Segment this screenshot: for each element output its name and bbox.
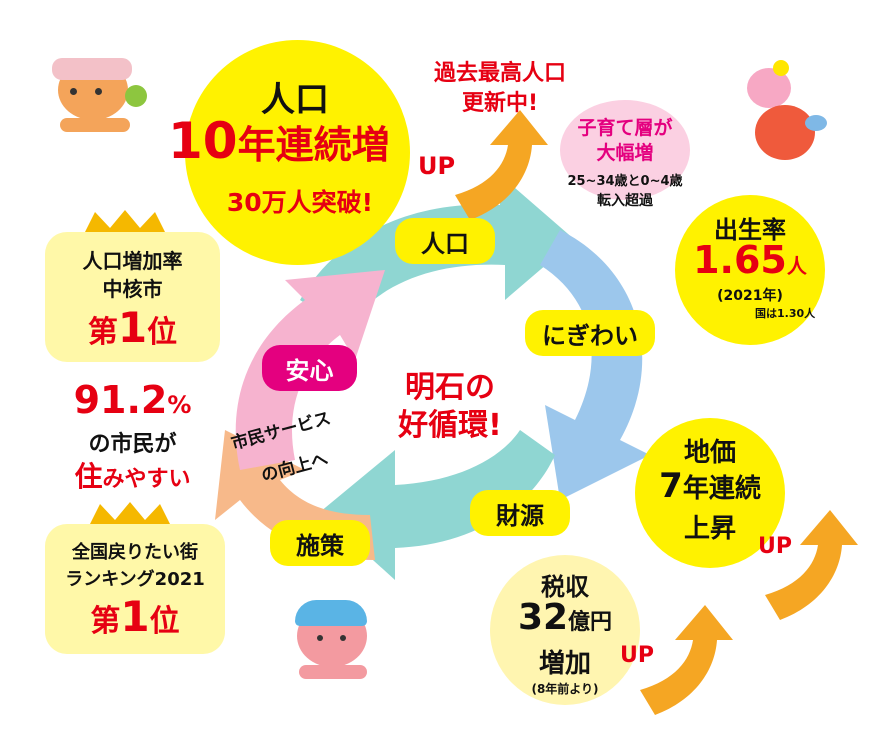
land-renzoku: 年連続 [682, 474, 761, 504]
population-up: UP [418, 152, 456, 180]
child-line4: 転入超過 [597, 193, 653, 209]
population-title: 人口 [261, 80, 329, 120]
satisfaction-pctsign: % [167, 391, 192, 419]
octopus-mascot-icon [50, 40, 147, 135]
satisfaction-line3: 住みやすい [40, 455, 225, 495]
land-line1: 地価 [683, 438, 736, 468]
population-sub: 30万人突破! [226, 188, 374, 217]
tax-note: (8年前より) [531, 682, 599, 696]
rank1-line2: 中核市 [102, 277, 163, 301]
arrow-anshin [235, 270, 385, 470]
rank1-i: 位 [147, 315, 178, 350]
population-circle [185, 40, 410, 265]
cycle-label-jinko: 人口 [395, 218, 495, 264]
tax-up: UP [620, 643, 654, 668]
birth-title: 出生率 [714, 216, 786, 244]
land-circle [635, 418, 785, 568]
birth-value: 1.65 [693, 238, 787, 282]
arrow-nigiwai [540, 230, 650, 500]
up-arrow-population [455, 110, 548, 220]
satisfaction-pct-wrap: 91.2% [40, 378, 225, 422]
birth-year: (2021年) [717, 288, 783, 304]
center-line2: 好循環! [398, 408, 502, 443]
up-arrow-land [765, 510, 858, 620]
land-up: UP [758, 534, 792, 559]
land-line2: 7年連続 [625, 466, 795, 506]
birth-national: 国は1.30人 [755, 307, 816, 320]
satisfaction-sumi: 住 [74, 460, 103, 493]
child-circle [560, 100, 690, 200]
crown-icon [85, 210, 165, 232]
population-number: 10 [168, 112, 238, 170]
record-line1: 過去最高人口 [433, 61, 566, 86]
tax-line2: 32億円 [480, 597, 650, 638]
octopus-cap-icon [285, 595, 380, 690]
center-line1: 明石の [405, 370, 495, 405]
rank2-line2: ランキング2021 [65, 569, 205, 590]
satisfaction-line2: の市民が [88, 432, 177, 457]
rank2-i: 位 [149, 604, 180, 639]
crown-icon [90, 502, 170, 524]
record-line2: 更新中! [461, 91, 539, 116]
child-line1: 子育て層が [577, 117, 673, 139]
rank2-dai: 第 [90, 604, 121, 639]
cycle-label-zaigen: 財源 [470, 490, 570, 536]
tax-circle [490, 555, 640, 705]
population-headline: 10年連続増 [168, 112, 390, 170]
rank2-num: 1 [120, 592, 150, 641]
rank1-box [45, 232, 220, 362]
satisfaction-yasui: みやすい [102, 467, 191, 492]
tax-num: 32 [517, 597, 569, 638]
rank1-num: 1 [117, 303, 148, 352]
child-line2: 大幅増 [596, 142, 654, 164]
birth-unit: 人 [786, 254, 807, 278]
rank2-line1: 全国戻りたい街 [72, 542, 198, 563]
satisfaction-pct: 91.2 [73, 378, 168, 422]
cycle-label-shisaku: 施策 [270, 520, 370, 566]
rank1-dai: 第 [87, 315, 118, 350]
land-num: 7 [659, 466, 683, 506]
rank1-line1: 人口増加率 [82, 249, 183, 273]
birth-value-wrap: 1.65人 [670, 238, 830, 282]
rank2-line3: 第1位 [45, 592, 225, 641]
tax-line3: 増加 [538, 649, 591, 679]
arrow-zaigen [320, 430, 555, 580]
rank1-line3: 第1位 [45, 303, 220, 352]
octopus-pair-icon [735, 60, 845, 170]
land-line3: 上昇 [683, 514, 736, 544]
rank2-box [45, 524, 225, 654]
up-arrow-tax [640, 605, 733, 715]
child-line3: 25~34歳と0~4歳 [567, 174, 683, 189]
cycle-label-anshin: 安心 [262, 345, 357, 391]
tax-oku: 億円 [568, 610, 613, 635]
tax-line1: 税収 [541, 573, 589, 601]
birth-circle [675, 195, 825, 345]
cycle-label-nigiwai: にぎわい [525, 310, 655, 356]
population-unit: 年連続増 [237, 123, 390, 167]
